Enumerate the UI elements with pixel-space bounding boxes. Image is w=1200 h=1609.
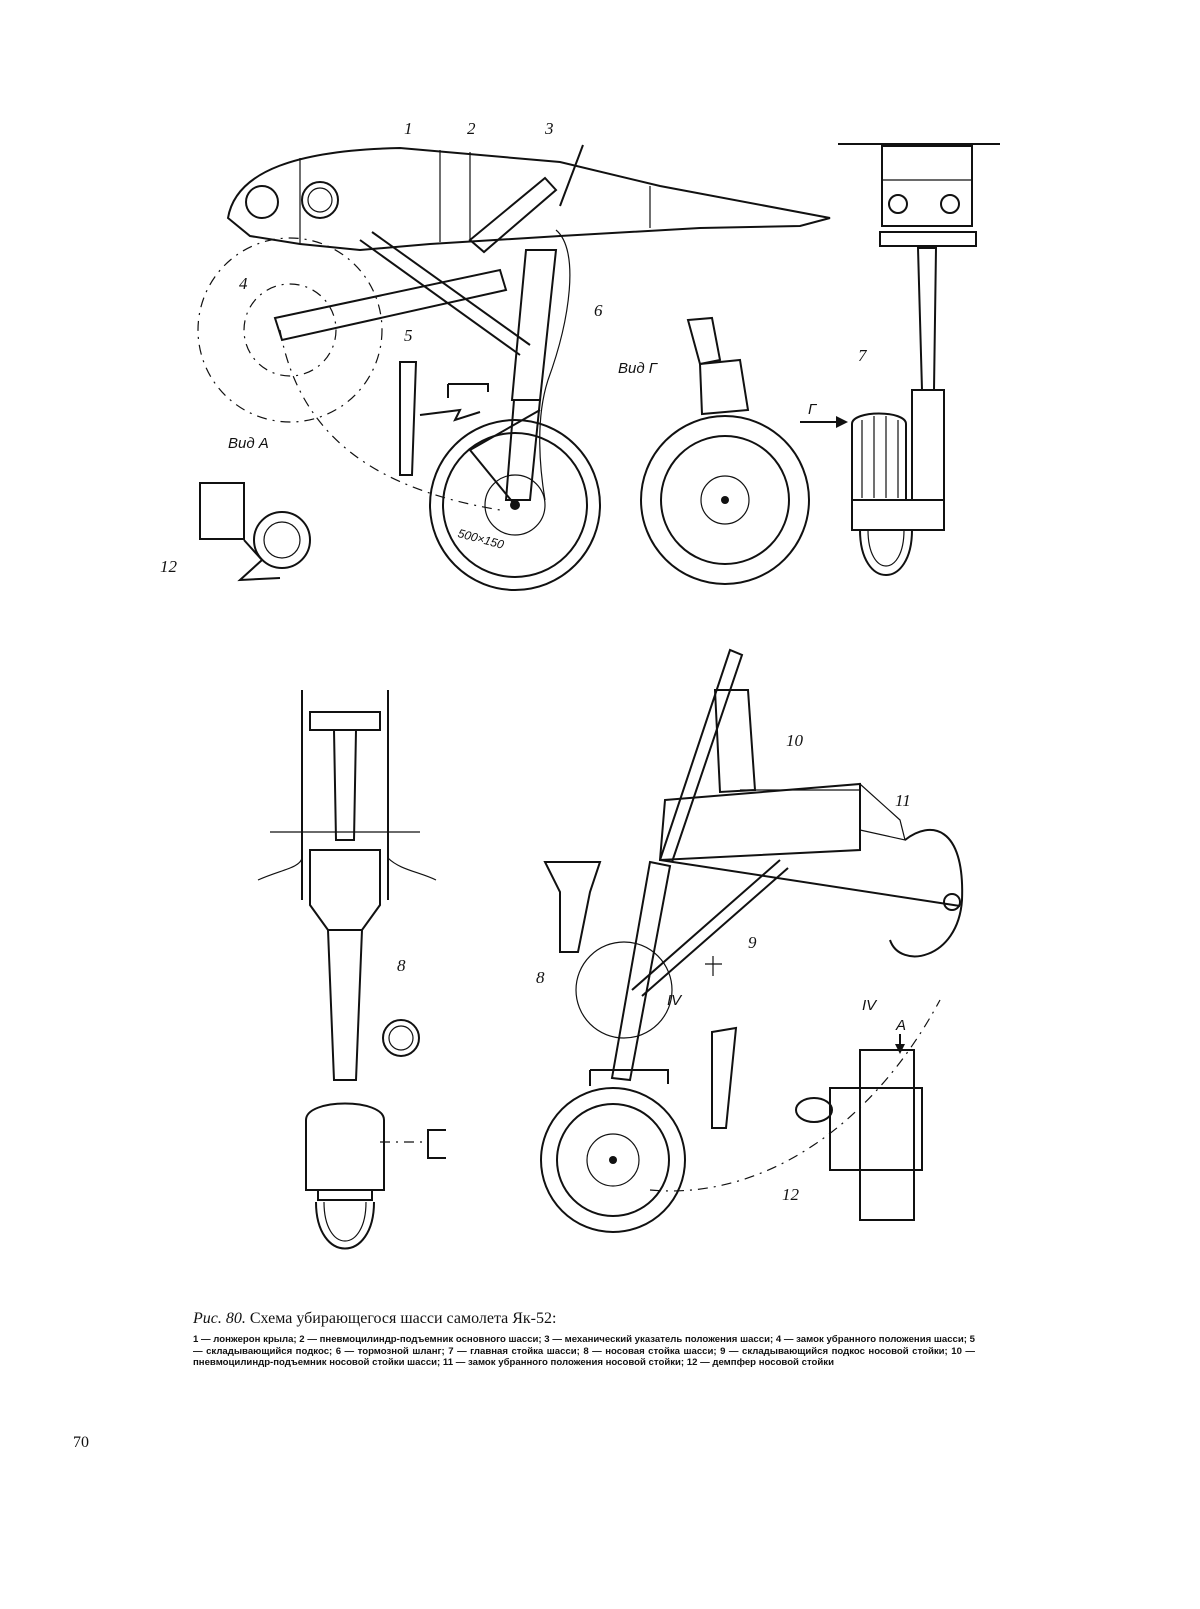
callout-1: 1 <box>404 119 413 138</box>
view-g-label: Вид Г <box>618 360 659 377</box>
view-a-arrow-label: А <box>895 1017 906 1034</box>
callout-11: 11 <box>895 791 911 810</box>
callout-3: 3 <box>544 119 554 138</box>
main-gear-side-view <box>197 144 831 591</box>
main-gear-strut-front <box>838 143 1000 576</box>
nose-gear-side-view <box>540 648 964 1233</box>
callout-12-nose: 12 <box>782 1185 800 1204</box>
figure-caption: Рис. 80. Схема убирающегося шасси самоле… <box>193 1310 975 1369</box>
callout-8-side: 8 <box>536 968 545 987</box>
callout-12-main: 12 <box>160 557 178 576</box>
callout-6: 6 <box>594 301 603 320</box>
figure-number: Рис. 80. <box>193 1310 246 1327</box>
callout-10: 10 <box>786 731 804 750</box>
callout-5: 5 <box>404 326 413 345</box>
main-gear-front-view <box>640 316 848 585</box>
view-a-label: Вид А <box>228 435 269 452</box>
callout-8-front: 8 <box>397 956 406 975</box>
callout-2: 2 <box>467 119 476 138</box>
figure-title: Схема убирающегося шасси самолета Як-52: <box>249 1310 557 1327</box>
callout-7: 7 <box>858 346 868 365</box>
callout-4: 4 <box>239 274 248 293</box>
nose-gear-front-view <box>257 690 446 1250</box>
view-g-arrow-label: Г <box>808 401 818 418</box>
page-number: 70 <box>73 1434 89 1451</box>
callout-9: 9 <box>748 933 757 952</box>
detail-iv-title: IV <box>862 997 878 1014</box>
caption-legend: 1 — лонжерон крыла; 2 — пневмоцилиндр-по… <box>193 1334 975 1368</box>
caption-title: Рис. 80. Схема убирающегося шасси самоле… <box>193 1310 975 1328</box>
detail-iv-marker: IV <box>667 992 683 1009</box>
